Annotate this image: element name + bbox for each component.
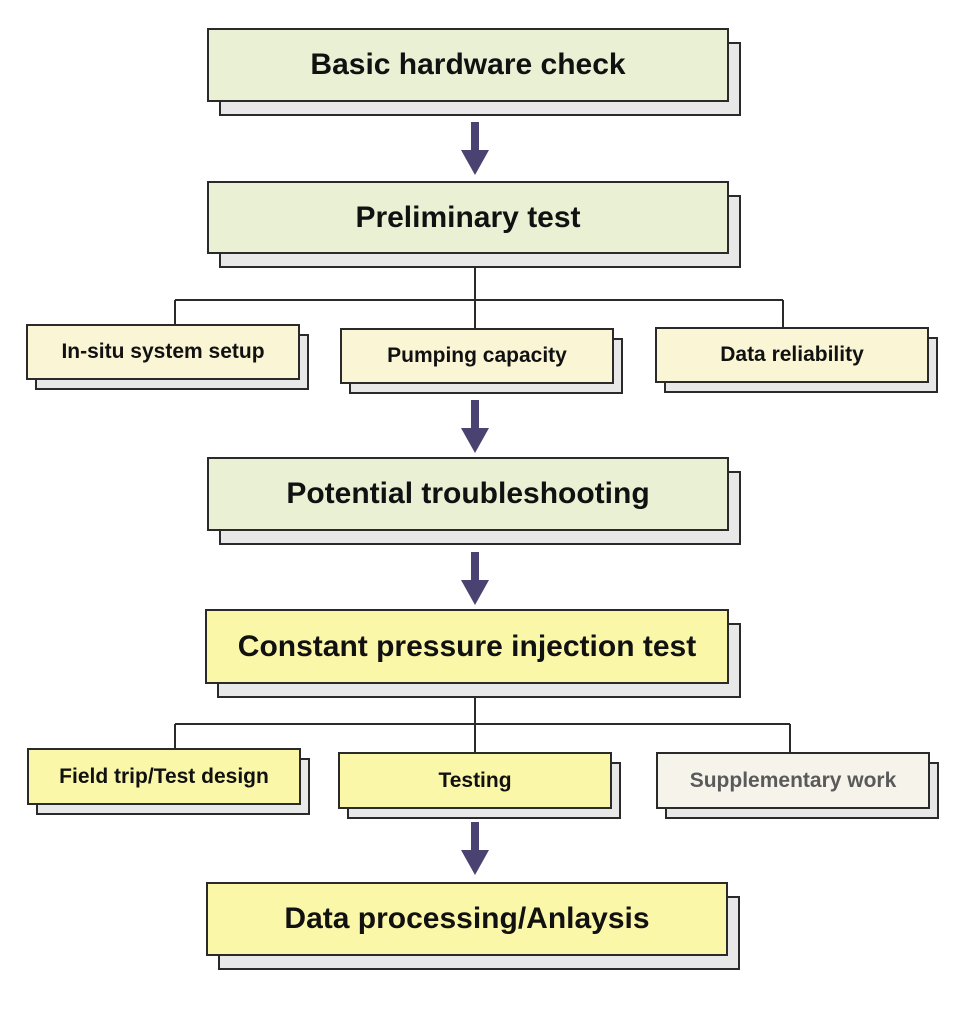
step-label: Potential troubleshooting xyxy=(286,477,650,510)
step-label: Preliminary test xyxy=(355,200,581,234)
arrow-2 xyxy=(461,400,489,453)
substep-in-situ-system-setup: In-situ system setup xyxy=(26,324,309,390)
substep-field-trip-test-design: Field trip/Test design xyxy=(27,748,310,815)
substep-label: Supplementary work xyxy=(689,768,897,792)
step-data-processing-analysis: Data processing/Anlaysis xyxy=(206,882,740,970)
step-label: Basic hardware check xyxy=(310,48,626,81)
substep-data-reliability: Data reliability xyxy=(655,327,938,393)
substep-label: Field trip/Test design xyxy=(59,764,269,788)
step-potential-troubleshooting: Potential troubleshooting xyxy=(207,457,741,545)
substep-label: Testing xyxy=(438,768,512,792)
substep-label: Pumping capacity xyxy=(387,344,567,367)
substep-label: Data reliability xyxy=(720,343,864,366)
step-label: Constant pressure injection test xyxy=(237,629,697,663)
arrow-3 xyxy=(461,552,489,605)
substep-label: In-situ system setup xyxy=(61,340,265,363)
substep-supplementary-work: Supplementary work xyxy=(656,752,939,819)
step-label: Data processing/Anlaysis xyxy=(284,902,650,935)
step-basic-hardware-check: Basic hardware check xyxy=(207,28,741,116)
preliminary-branch-lines xyxy=(174,254,784,328)
substep-testing: Testing xyxy=(338,752,621,819)
arrow-1 xyxy=(461,122,489,175)
substep-pumping-capacity: Pumping capacity xyxy=(340,328,623,394)
arrow-4 xyxy=(461,822,489,875)
step-constant-pressure-injection-test: Constant pressure injection test xyxy=(205,609,741,698)
step-preliminary-test: Preliminary test xyxy=(207,181,741,268)
